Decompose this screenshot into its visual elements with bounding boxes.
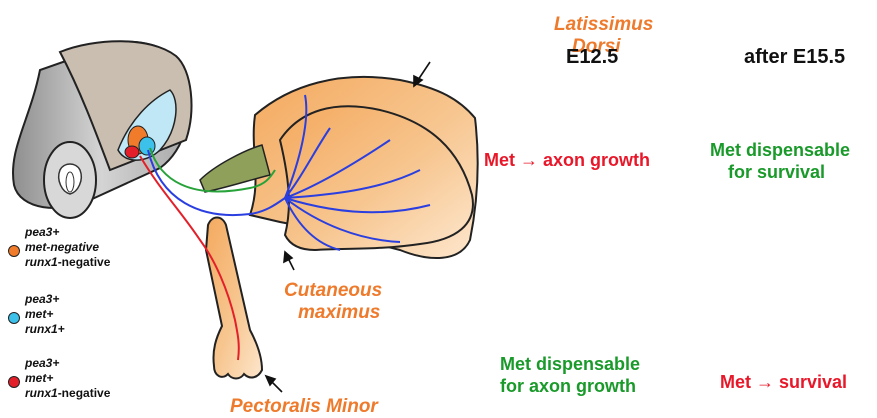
legend-entry-orange: pea3+ met-negative runx1-negative — [25, 225, 110, 270]
legend-entry-cyan: pea3+ met+ runx1+ — [25, 292, 65, 337]
e12-dispensable-line1: Met dispensable — [500, 354, 640, 375]
late-met-survival: Met → survival — [720, 372, 847, 393]
e12-dispensable-line2: for axon growth — [500, 376, 636, 397]
e12-heading: E12.5 — [566, 46, 618, 69]
pectoralis-label: Pectoralis Minor — [230, 396, 378, 418]
pectoralis-minor-muscle — [206, 218, 262, 379]
late-dispensable-line1: Met dispensable — [710, 140, 850, 161]
legend-entry-red: pea3+ met+ runx1-negative — [25, 356, 110, 401]
latissimus-label: Latissimus — [554, 14, 653, 36]
legend-marker-cyan — [8, 312, 20, 324]
e12-met-axon-growth: Met → axon growth — [484, 150, 650, 171]
late-dispensable-line2: for survival — [728, 162, 825, 183]
legend-marker-orange — [8, 245, 20, 257]
cutaneous-label-line2: maximus — [298, 302, 380, 324]
legend-marker-red — [8, 376, 20, 388]
after-e15-heading: after E15.5 — [744, 46, 845, 69]
cutaneous-label: Cutaneous — [284, 280, 382, 302]
